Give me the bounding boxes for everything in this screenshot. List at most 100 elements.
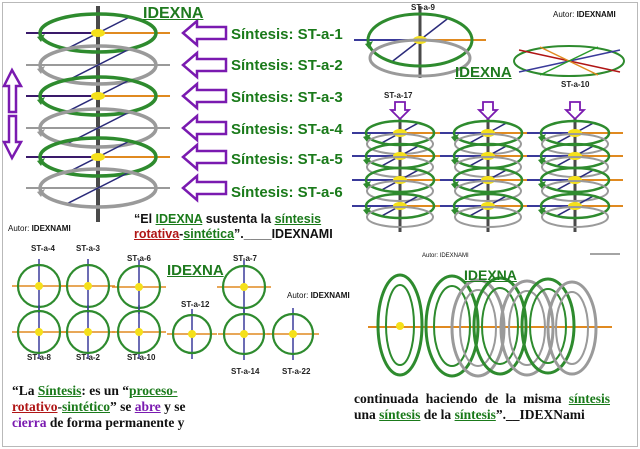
label-st-a-10-top: ST-a-10 bbox=[561, 80, 590, 89]
grid-ring-3-4-arrowhead bbox=[538, 207, 546, 215]
double-arrow-up bbox=[1, 67, 24, 114]
bottom-oval-7 bbox=[546, 280, 598, 376]
small-st-a-14-dot bbox=[240, 330, 248, 338]
grid-ring-3-4-ellipse bbox=[539, 192, 611, 220]
label-small-st-a-7: ST-a-7 bbox=[233, 254, 258, 263]
small-st-a-2-dot bbox=[84, 328, 92, 336]
stack-ring-3-arrowhead bbox=[37, 97, 45, 105]
grid-ring-2-3-arrowhead bbox=[451, 181, 459, 189]
grid-shadow-2-3 bbox=[454, 180, 522, 202]
label-small-st-a-22: ST-a-22 bbox=[282, 367, 311, 376]
label-st-a-1: Síntesis: ST-a-1 bbox=[231, 26, 343, 43]
label-small-st-a-2: ST-a-2 bbox=[76, 353, 101, 362]
arrow-left-1 bbox=[181, 18, 228, 48]
bottom-oval-dot bbox=[396, 322, 404, 330]
label-small-st-a-3: ST-a-3 bbox=[76, 244, 101, 253]
stack-ring-2-axis-diag bbox=[65, 48, 131, 82]
grid-shadow-1-3 bbox=[366, 180, 434, 202]
label-st-a-9: ST-a-9 bbox=[411, 3, 436, 12]
label-small-st-a-10: ST-a-10 bbox=[127, 353, 156, 362]
label-st-a-3: Síntesis: ST-a-3 bbox=[231, 89, 343, 106]
st10-oval bbox=[513, 45, 625, 77]
heading-bottom-right: IDEXNA bbox=[464, 267, 517, 283]
bottom-oval-1 bbox=[376, 273, 424, 377]
grid-shadow-1-4 bbox=[366, 206, 434, 228]
grid-shadow-3-4 bbox=[541, 206, 609, 228]
heading-top-left: IDEXNA bbox=[143, 5, 204, 22]
label-st-a-5: Síntesis: ST-a-5 bbox=[231, 151, 343, 168]
stack-ring-3-center-dot bbox=[91, 92, 105, 100]
small-st-a-2-circle bbox=[65, 309, 111, 355]
grid-ring-2-1-arrowhead bbox=[451, 134, 459, 142]
small-st-a-4-dot bbox=[35, 282, 43, 290]
grid-ring-1-4-ellipse bbox=[364, 192, 436, 220]
grid-ring-1-3-arrowhead bbox=[363, 181, 371, 189]
stack-ring-6-arrowhead bbox=[37, 189, 45, 197]
bottom-oval-inner-3 bbox=[459, 289, 497, 367]
small-st-a-12-dot bbox=[188, 330, 196, 338]
stack-ring-2-ellipse bbox=[38, 44, 158, 86]
bottom-oval-inner-2 bbox=[433, 285, 471, 367]
st10-spoke-green bbox=[539, 46, 599, 76]
label-st-a-4: Síntesis: ST-a-4 bbox=[231, 121, 343, 138]
st9-ring-top-arrowhead bbox=[365, 41, 373, 49]
stack-ring-5-ellipse bbox=[38, 136, 158, 178]
grid-shadow-2-4 bbox=[454, 206, 522, 228]
arrow-left-3 bbox=[181, 81, 228, 111]
grid-ring-1-3-ellipse bbox=[364, 166, 436, 194]
grid-ring-3-3-ellipse bbox=[539, 166, 611, 194]
bottom-oval-inner-5 bbox=[508, 290, 546, 366]
stack-ring-6-axis-diag bbox=[65, 171, 131, 205]
st9-ring-top-ellipse bbox=[366, 12, 474, 68]
stack-ring-4-ellipse bbox=[38, 107, 158, 149]
stack-ring-4-arrowhead bbox=[37, 129, 45, 137]
text-bottom-left: “La Síntesis: es un “proceso-rotativo-si… bbox=[12, 383, 186, 430]
label-st-a-6: Síntesis: ST-a-6 bbox=[231, 184, 343, 201]
quote-idexna: “El IDEXNA sustenta la síntesis rotativa… bbox=[134, 212, 333, 241]
small-st-a-8-circle bbox=[16, 309, 62, 355]
small-st-a-14-circle bbox=[222, 312, 266, 356]
bottom-oval-3 bbox=[450, 278, 506, 378]
bottom-oval-inner-4 bbox=[481, 287, 519, 365]
stack-ring-5-center-dot bbox=[91, 153, 105, 161]
grid-ring-1-2-arrowhead bbox=[363, 157, 371, 165]
heading-mid: IDEXNA bbox=[167, 262, 224, 279]
stack-ring-1-arrowhead bbox=[37, 34, 45, 42]
grid-ring-1-4-arrowhead bbox=[363, 207, 371, 215]
label-small-st-a-12: ST-a-12 bbox=[181, 300, 210, 309]
label-small-st-a-8: ST-a-8 bbox=[27, 353, 52, 362]
grid-ring-3-2-arrowhead bbox=[538, 157, 546, 165]
author-grid: Autor: IDEXNAMI bbox=[287, 291, 350, 300]
bottom-oval-2 bbox=[424, 274, 480, 378]
text-bottom-right: continuada haciendo de la misma síntesis… bbox=[354, 391, 610, 422]
small-st-a-8-dot bbox=[35, 328, 43, 336]
grid-ring-2-3-ellipse bbox=[452, 166, 524, 194]
label-small-st-a-6: ST-a-6 bbox=[127, 254, 152, 263]
arrow-left-5 bbox=[181, 142, 228, 172]
grid-ring-3-3-arrowhead bbox=[538, 181, 546, 189]
bottom-oval-inner-7 bbox=[555, 291, 589, 365]
label-st-a-2: Síntesis: ST-a-2 bbox=[231, 57, 343, 74]
grid-down-arrow-3 bbox=[563, 101, 587, 121]
heading-top-right: IDEXNA bbox=[455, 64, 512, 81]
arrow-left-4 bbox=[181, 113, 228, 143]
label-small-st-a-4: ST-a-4 bbox=[31, 244, 56, 253]
stack-ring-6-ellipse bbox=[38, 167, 158, 209]
grid-shadow-3-3 bbox=[541, 180, 609, 202]
stack-ring-5-arrowhead bbox=[37, 158, 45, 166]
stack-ring-1-ellipse bbox=[38, 12, 158, 54]
bottom-oval-5 bbox=[499, 279, 555, 377]
grid-ring-2-4-ellipse bbox=[452, 192, 524, 220]
small-st-a-7-dot bbox=[240, 283, 248, 291]
label-small-st-a-14: ST-a-14 bbox=[231, 367, 260, 376]
author-top-right: Autor: IDEXNAMI bbox=[553, 10, 616, 19]
bottom-oval-6 bbox=[520, 277, 576, 375]
author-left: Autor: IDEXNAMI bbox=[8, 224, 71, 233]
stack-ring-3-ellipse bbox=[38, 75, 158, 117]
grid-ring-1-1-arrowhead bbox=[363, 134, 371, 142]
st9-ring-bottom bbox=[368, 38, 472, 78]
bottom-oval-inner-1 bbox=[385, 284, 415, 366]
grid-down-arrow-2 bbox=[476, 101, 500, 121]
